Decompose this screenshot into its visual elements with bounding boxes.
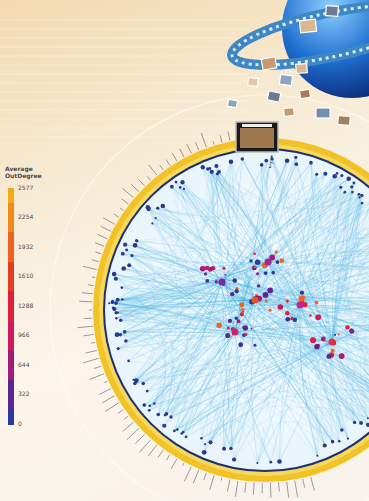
scale-value: 2254 (18, 214, 33, 221)
outer-ring (93, 138, 369, 482)
color-scale-swatch (8, 380, 14, 410)
scale-value: 322 (18, 391, 29, 398)
scale-value: 966 (18, 332, 29, 339)
scale-value: 1610 (18, 273, 33, 280)
color-scale-swatch (8, 188, 14, 203)
network-graph (108, 155, 369, 464)
color-scale-swatch (8, 262, 14, 292)
scale-value: 1288 (18, 303, 33, 310)
background-lines (0, 20, 369, 501)
color-scale-swatch (8, 321, 14, 351)
color-scale-swatch (8, 350, 14, 380)
network-disc (105, 150, 369, 470)
color-scale-swatch (8, 203, 14, 233)
scale-value: 0 (18, 421, 22, 428)
globe-illustration: ♪ (227, 0, 369, 170)
scale-value: 2577 (18, 185, 33, 192)
legend-title: Average OutDegree (5, 166, 45, 180)
svg-text:♪: ♪ (268, 160, 274, 170)
color-scale-swatch (8, 291, 14, 321)
color-scale-swatch (8, 232, 14, 262)
color-scale-swatch (8, 409, 14, 424)
scale-value: 644 (18, 362, 29, 369)
scale-value: 1932 (18, 244, 33, 251)
